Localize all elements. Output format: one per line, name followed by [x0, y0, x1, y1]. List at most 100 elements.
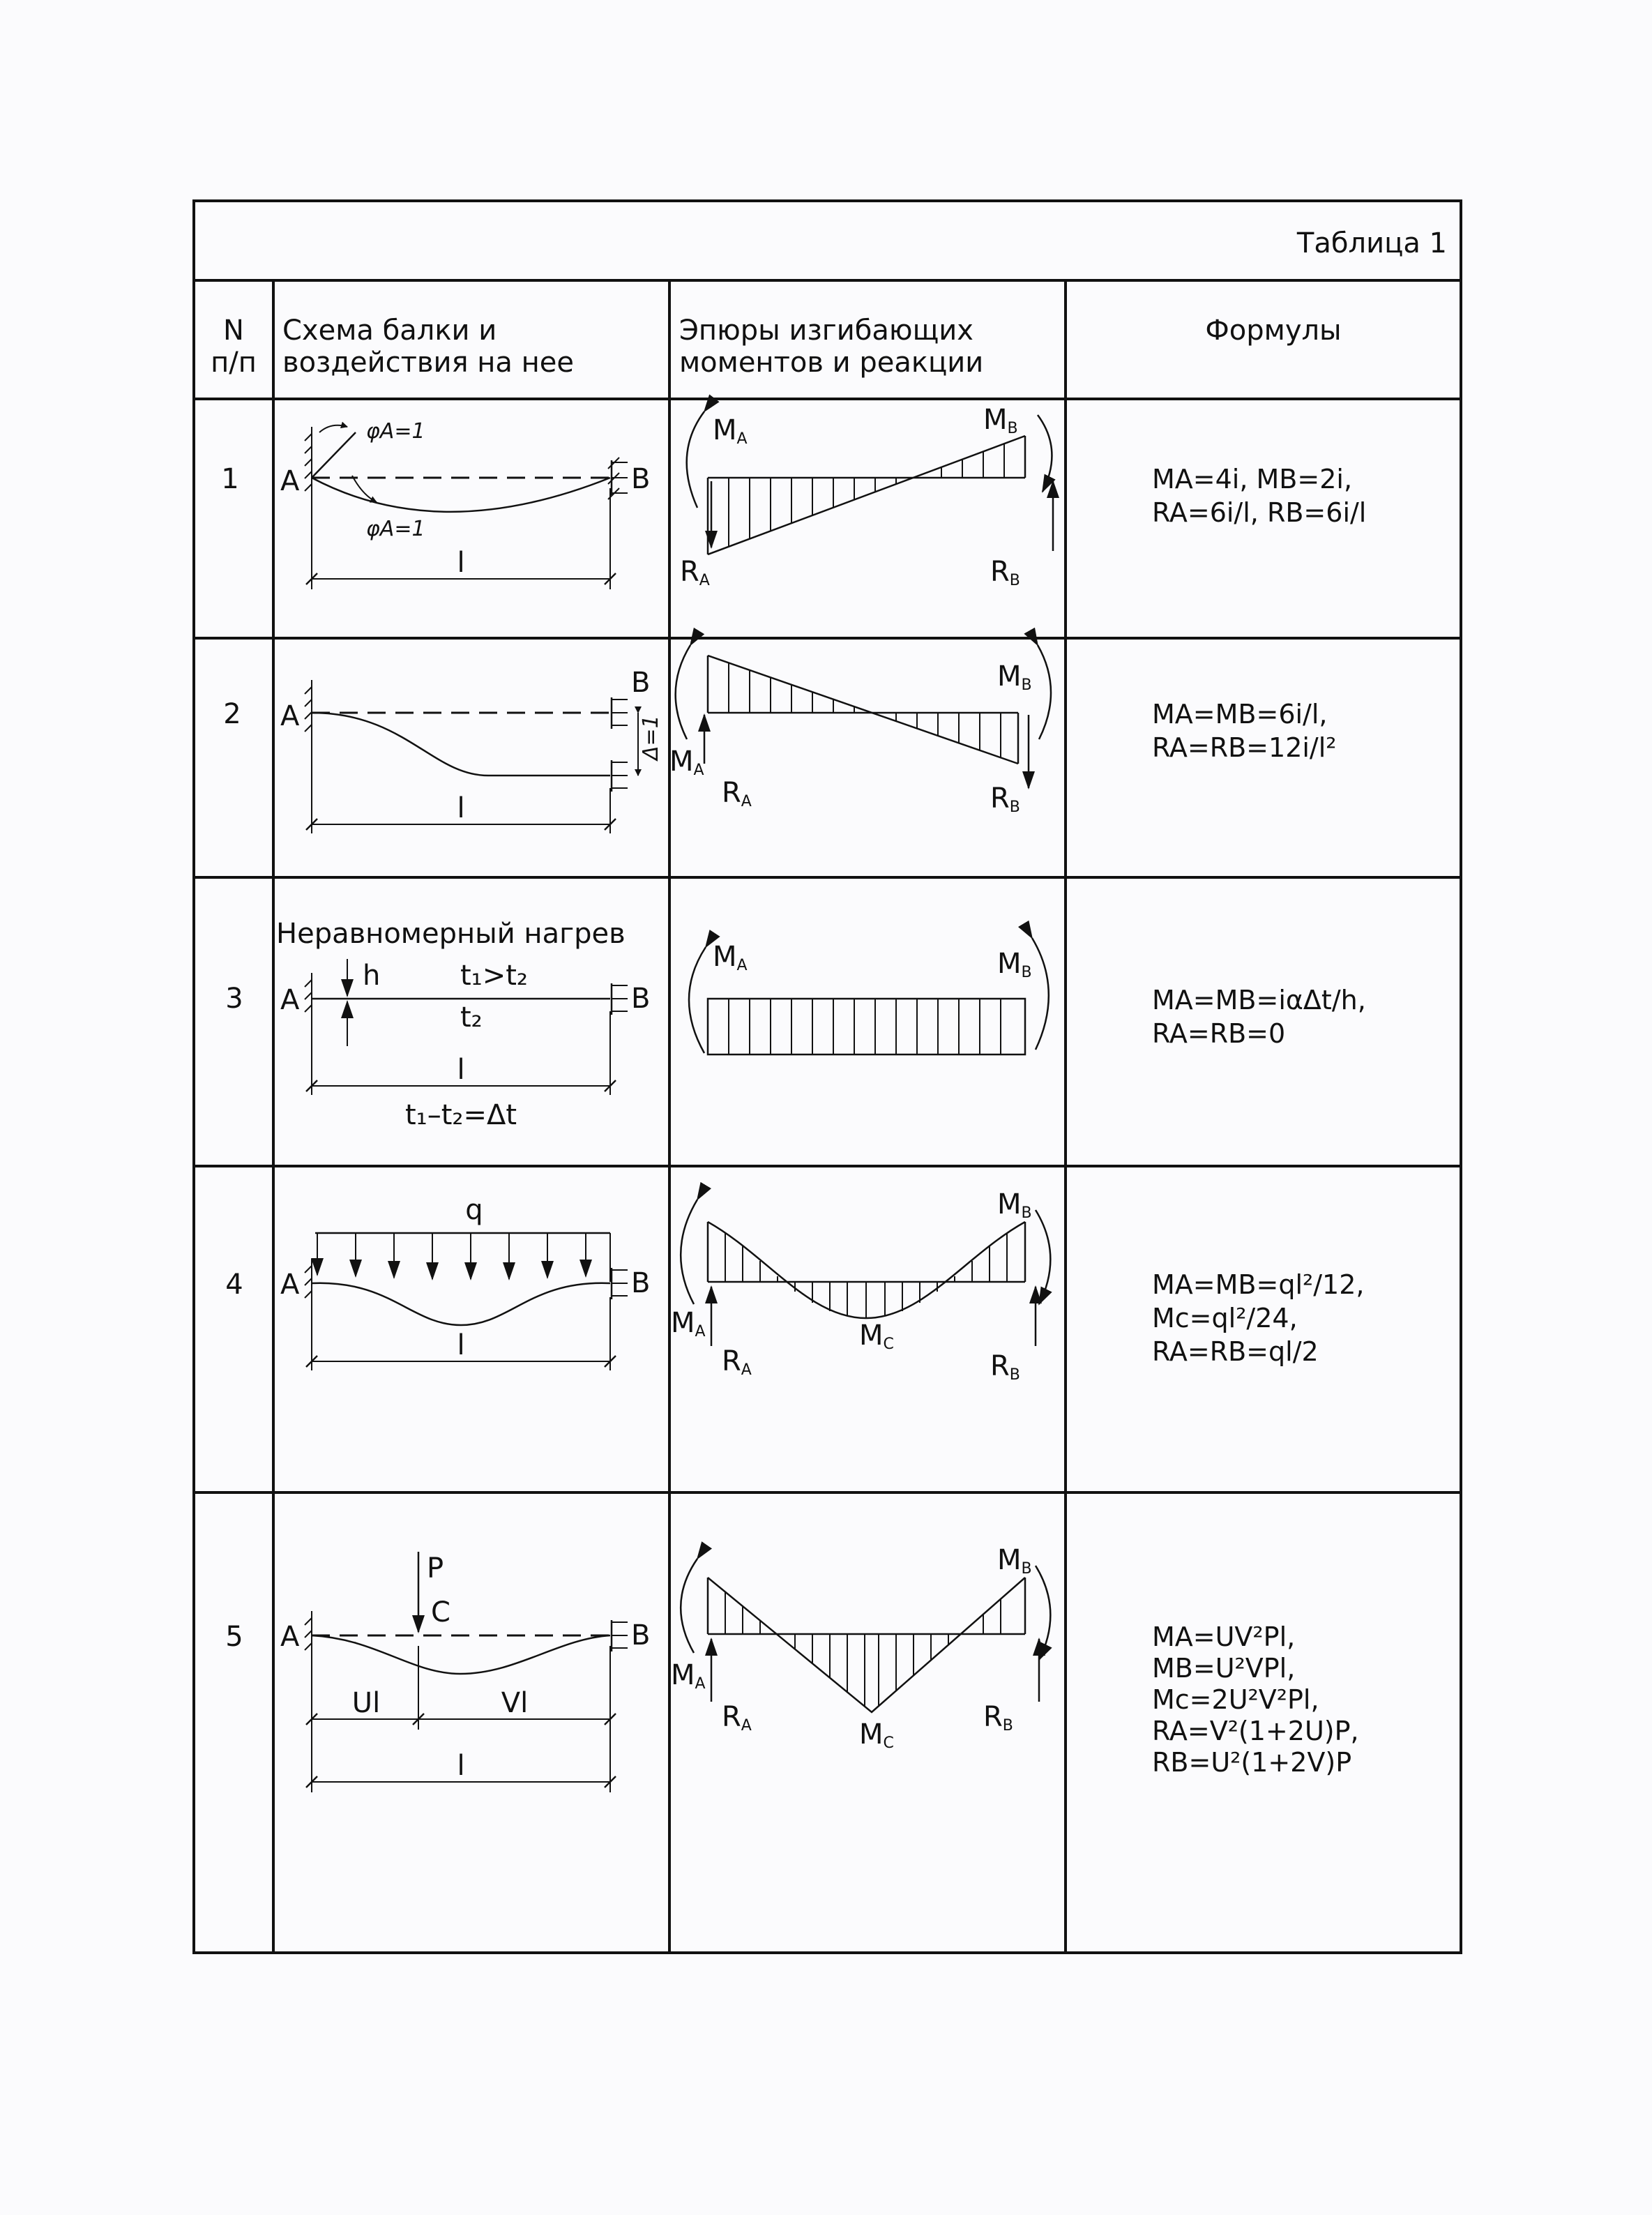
support-b-hatch — [607, 457, 628, 500]
moment-diagram-4: MA MB MC RA RB — [671, 1181, 1052, 1384]
moment-a-arrow-icon — [688, 929, 720, 1054]
header-scheme-line1: Схема балки и — [282, 315, 497, 347]
label-mb: MB — [997, 1544, 1032, 1578]
label-b: B — [631, 1267, 650, 1299]
label-span: l — [457, 792, 464, 824]
table-border — [192, 199, 1462, 1954]
deflected-shape — [311, 711, 610, 777]
label-span: l — [457, 1750, 464, 1782]
label-mb: MB — [997, 660, 1032, 694]
label-delta: Δ=1 — [639, 715, 663, 762]
header-num-line1: N — [223, 315, 244, 347]
moment-diagram-5: MA MB MC RA RB — [671, 1541, 1052, 1752]
label-span: l — [457, 547, 464, 579]
label-ra: RA — [722, 1345, 752, 1379]
label-ma: MA — [713, 941, 748, 974]
formula-line: MA=UV²Pl, — [1152, 1621, 1295, 1652]
label-t2: t₂ — [460, 1001, 483, 1034]
label-delta-t: t₁–t₂=Δt — [405, 1099, 517, 1131]
label-mb: MB — [997, 948, 1032, 981]
moment-b-arrow-icon — [1024, 627, 1052, 740]
label-h: h — [363, 960, 380, 992]
label-rb: RB — [983, 1701, 1013, 1734]
label-ul: Ul — [352, 1687, 380, 1719]
label-ma: MA — [713, 414, 748, 448]
table-grid — [192, 199, 1462, 1954]
rotation-arrow-icon — [319, 421, 348, 433]
formula-line: RA=RB=0 — [1152, 1018, 1285, 1049]
label-mb: MB — [997, 1188, 1032, 1222]
moment-a-arrow-icon — [674, 627, 705, 740]
moment-a-arrow-icon — [679, 1181, 712, 1305]
formula-line: MA=MB=iαΔt/h, — [1152, 985, 1366, 1015]
label-mb: MB — [983, 404, 1018, 437]
diagram-hatch — [728, 663, 1001, 757]
diagram-hatch — [725, 1592, 1001, 1707]
beam-scheme-1: A B φA=1 φA=1 l — [280, 419, 650, 589]
label-phi-bottom: φA=1 — [366, 517, 425, 541]
label-vl: Vl — [501, 1687, 528, 1719]
deflected-shape — [311, 1282, 611, 1326]
label-ma: MA — [671, 1659, 706, 1693]
support-b-hatch — [610, 1268, 628, 1299]
formula-line: MA=MB=ql²/12, — [1152, 1269, 1364, 1300]
beam-scheme-5: P C A B Ul Vl l — [280, 1552, 650, 1792]
support-b-hatch — [610, 697, 628, 792]
row-number: 4 — [225, 1269, 243, 1301]
label-ra: RA — [722, 1701, 752, 1734]
label-a: A — [280, 465, 300, 497]
formula-line: RA=6i/l, RB=6i/l — [1152, 497, 1366, 528]
diagram-hatch — [728, 999, 1001, 1054]
formula-line: MA=4i, MB=2i, — [1152, 464, 1352, 494]
row-4: 4 q — [225, 1181, 1364, 1384]
deflected-shape — [311, 476, 611, 513]
moment-a-arrow-icon — [679, 1541, 713, 1654]
label-rb: RB — [990, 556, 1020, 589]
moment-a-arrow-icon — [685, 394, 720, 508]
moment-line — [707, 434, 1026, 556]
label-a: A — [280, 700, 300, 732]
deflected-shape — [311, 1634, 611, 1675]
label-a: A — [280, 1621, 300, 1653]
table-title: Таблица 1 — [1296, 227, 1447, 259]
formula-line: RA=RB=ql/2 — [1152, 1336, 1319, 1367]
row-5: 5 P C A B Ul Vl l — [225, 1541, 1359, 1792]
label-mc: MC — [859, 1320, 894, 1353]
label-p: P — [427, 1552, 444, 1585]
label-ra: RA — [680, 556, 710, 589]
distributed-load-arrows — [311, 1233, 592, 1280]
moment-polyline — [707, 1577, 1026, 1714]
row-3: 3 Неравномерный нагрев A B h t₁>t₂ t₂ l … — [225, 918, 1366, 1131]
label-rb: RB — [990, 783, 1020, 816]
label-ma: MA — [671, 1307, 706, 1340]
header-num-line2: п/п — [211, 347, 257, 379]
label-b: B — [631, 983, 650, 1015]
support-b-hatch — [610, 983, 628, 1015]
label-ma: MA — [669, 746, 704, 779]
row-number: 3 — [225, 983, 243, 1015]
label-span: l — [457, 1329, 464, 1361]
header-diagrams-line1: Эпюры изгибающих — [679, 315, 973, 347]
label-c: C — [431, 1596, 450, 1628]
diagram-hatch — [725, 1233, 1008, 1318]
moment-diagram-3: MA MB — [688, 920, 1049, 1056]
beam-scheme-4: q A — [280, 1194, 650, 1370]
label-mc: MC — [859, 1718, 894, 1752]
formula-line: MA=MB=6i/l, — [1152, 699, 1328, 729]
beam-scheme-3: Неравномерный нагрев A B h t₁>t₂ t₂ l t₁… — [276, 918, 650, 1131]
label-a: A — [280, 1269, 300, 1301]
formula-line: RB=U²(1+2V)P — [1152, 1747, 1351, 1778]
moment-diagram-1: MA MB RA RB — [680, 394, 1059, 589]
label-b: B — [631, 667, 650, 699]
label-span: l — [457, 1054, 464, 1086]
moment-line — [707, 654, 1019, 765]
row-2: 2 A B Δ=1 l — [223, 627, 1337, 833]
label-t1-gt-t2: t₁>t₂ — [460, 960, 528, 992]
moment-b-arrow-icon — [1034, 1209, 1052, 1306]
support-b-hatch — [610, 1620, 628, 1651]
moment-diagram-2: MA MB RA RB — [669, 627, 1052, 816]
formula-line: MB=U²VPl, — [1152, 1653, 1295, 1684]
row-number: 5 — [225, 1621, 243, 1653]
label-q: q — [465, 1194, 483, 1226]
